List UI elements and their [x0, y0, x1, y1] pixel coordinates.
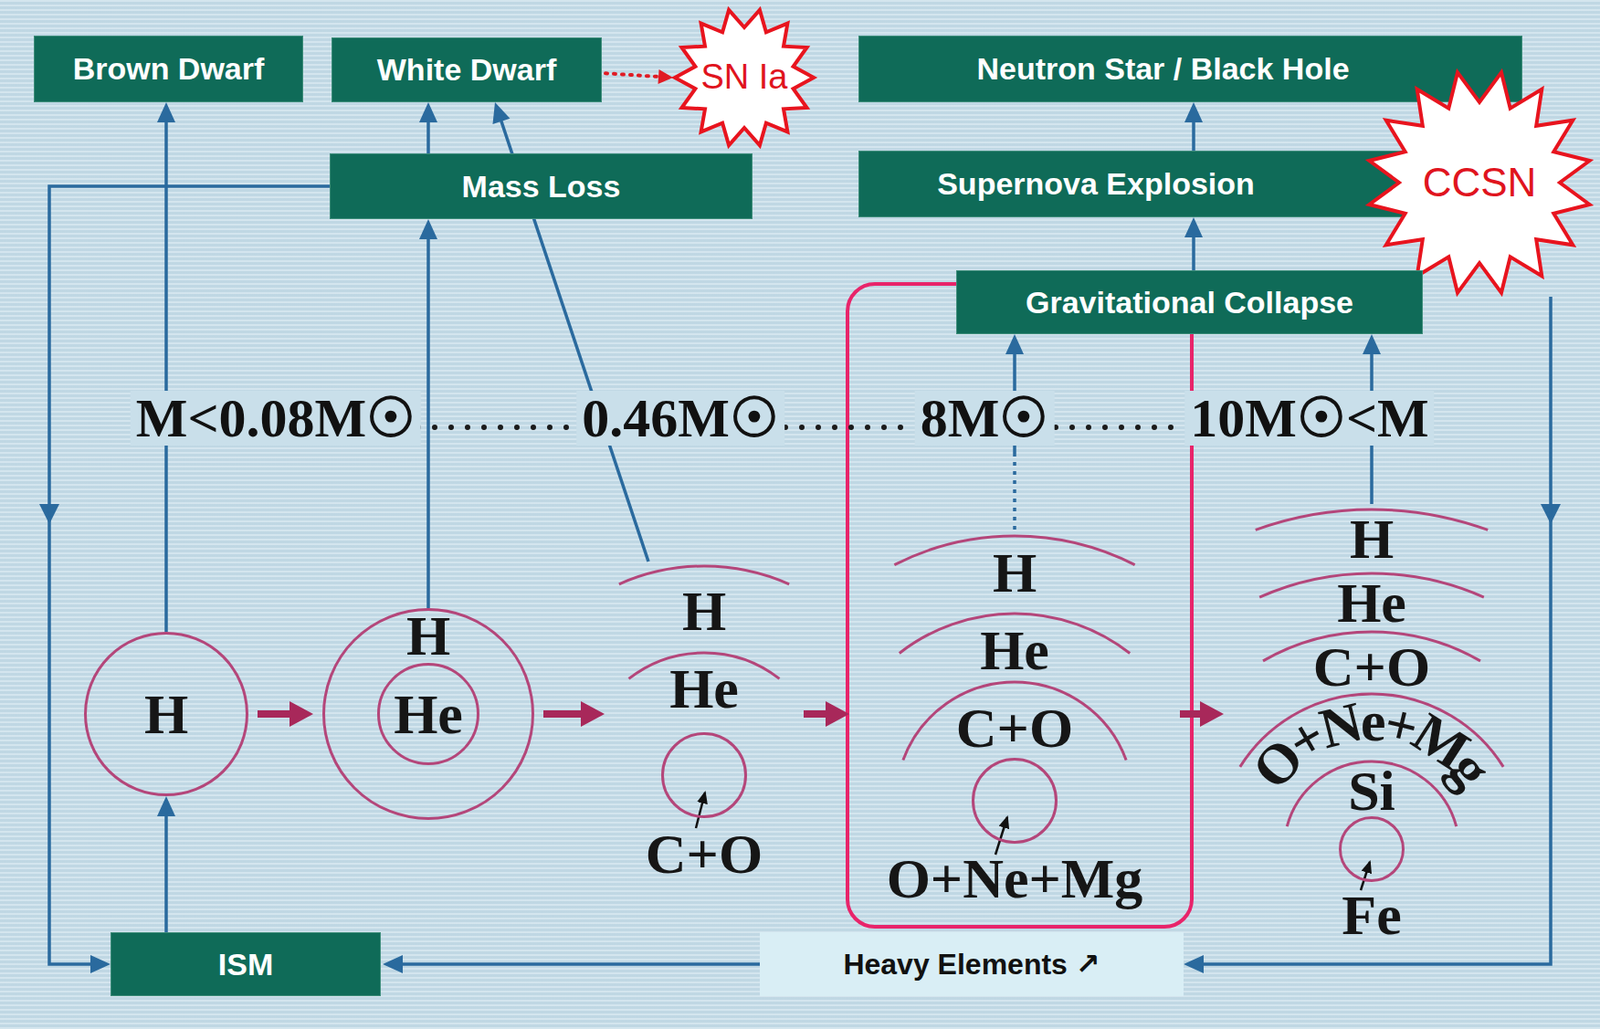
star-layer-label: O+Ne+Mg: [886, 850, 1144, 907]
leader-arrow: [695, 792, 706, 829]
flow-arrow: [257, 710, 292, 718]
dotted-scale: [1055, 424, 1188, 431]
flow-arrow: [605, 73, 660, 77]
shell-circle: [378, 664, 479, 765]
connector-group: [49, 73, 1551, 965]
star-layer-label: Si: [1347, 762, 1396, 820]
star-layer-label: He: [669, 660, 739, 717]
star-shell: H: [84, 631, 249, 797]
flow-arrow: [426, 237, 431, 609]
process-box: Brown Dwarf: [33, 35, 304, 103]
box-label: Gravitational Collapse: [1025, 284, 1354, 322]
starburst: CCSN: [1365, 68, 1594, 297]
box-label: Heavy Elements ↗: [842, 947, 1100, 982]
star-layer-label: C+O: [645, 825, 763, 883]
starburst-shape: [1368, 72, 1590, 293]
box-label: Neutron Star / Black Hole: [976, 50, 1349, 88]
burst-label: CCSN: [1422, 160, 1537, 205]
star-layer-label: H: [144, 685, 189, 743]
shell-arc: [903, 682, 1127, 761]
process-box: Supernova Explosion: [858, 150, 1429, 218]
process-box: Mass Loss: [329, 153, 753, 220]
star-layer-label: He: [979, 621, 1050, 679]
flow-arrow: [803, 710, 828, 718]
star-layer-label: He: [393, 685, 464, 743]
star-layer-label: C+O: [956, 699, 1074, 757]
box-label: ISM: [218, 946, 274, 984]
leader-arrow: [995, 817, 1008, 855]
star-shell: He: [377, 663, 480, 766]
mass-threshold: M<0.08M☉: [130, 390, 422, 446]
star-layer-label: C+O: [1313, 638, 1431, 695]
box-label: Brown Dwarf: [73, 50, 265, 88]
dotted-scale: [418, 424, 578, 431]
mass-threshold: 8M☉: [915, 390, 1055, 446]
star-shell: H HeC+O O+Ne+Mg: [858, 529, 1171, 923]
flow-arrow: [426, 120, 431, 154]
box-label: Mass Loss: [462, 168, 622, 206]
star-shell: H HeC+OO+Ne+MgSiFe: [1232, 504, 1511, 941]
star-layer-label: H: [1349, 510, 1394, 568]
shell-circle: [663, 734, 747, 818]
box-label: White Dwarf: [377, 51, 557, 89]
flow-arrow: [1179, 710, 1202, 718]
shell-arc: [619, 566, 790, 585]
star-layer-label: O+Ne+Mg: [1232, 504, 1511, 941]
star-shell: H HeC+O: [613, 561, 795, 891]
flow-arrow: [49, 186, 330, 965]
star-layer-label: H: [406, 607, 451, 664]
note-box: Heavy Elements ↗: [759, 932, 1184, 997]
star-shell: H He: [322, 608, 535, 821]
shell-arc: [1286, 761, 1456, 827]
mass-threshold: 10M☉<M: [1184, 390, 1434, 446]
dotted-scale: [785, 424, 916, 431]
star-layer-label: He: [1336, 574, 1407, 632]
process-box: White Dwarf: [331, 37, 602, 103]
starburst-shape: [674, 10, 814, 146]
star-layer-label: Fe: [1341, 886, 1401, 944]
shell-circle: [973, 759, 1057, 843]
process-box: Gravitational Collapse: [956, 270, 1423, 335]
burst-label: SN Ia: [700, 58, 788, 97]
flow-arrow: [400, 962, 760, 967]
flow-arrow: [1191, 120, 1196, 151]
shell-circle: [85, 633, 248, 796]
process-box: ISM: [110, 932, 381, 997]
star-layer-label: H: [992, 544, 1037, 601]
highlight-frame: [847, 284, 1192, 927]
flow-arrow: [164, 814, 169, 933]
mass-threshold: 0.46M☉: [576, 390, 785, 446]
flow-arrow: [543, 710, 583, 718]
star-layer-label: H: [682, 582, 727, 640]
starburst: SN Ia: [673, 6, 816, 149]
flow-arrow: [1191, 235, 1196, 271]
box-label: Supernova Explosion: [936, 165, 1255, 203]
shell-circle: [1340, 818, 1404, 882]
flow-arrow: [164, 120, 169, 632]
